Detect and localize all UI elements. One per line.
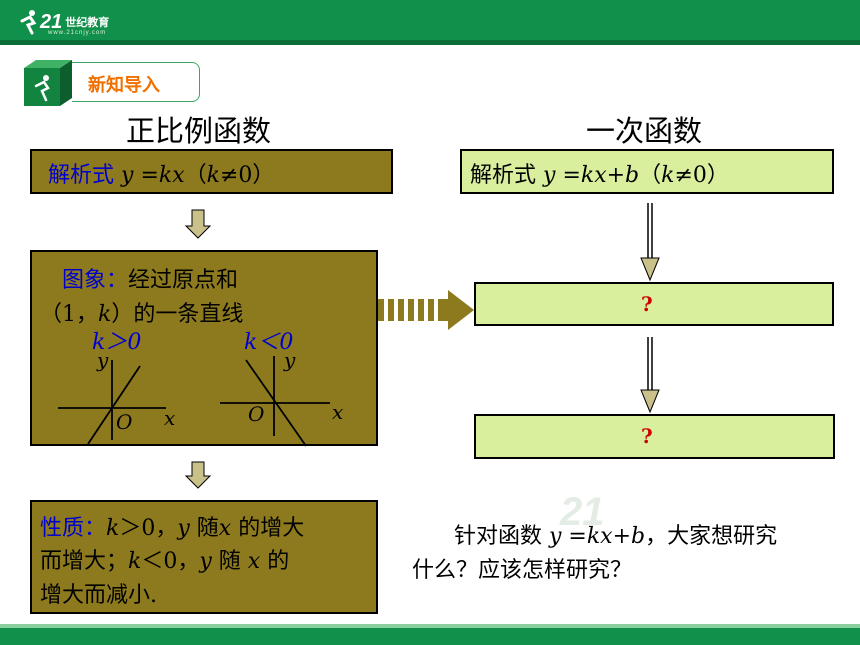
- origin-label-neg: O: [248, 402, 265, 426]
- left-graph-box: [30, 250, 378, 446]
- section-tab: [72, 62, 200, 102]
- left-formula-box: [30, 149, 393, 194]
- axis-y-label-neg: y: [284, 348, 296, 372]
- logo-name: 世纪教育: [65, 17, 110, 29]
- right-formula-text: 解析式 y =kx+b（k≠0）: [470, 163, 729, 188]
- left-column-title: 正比例函数: [126, 114, 272, 148]
- right-formula-box: [460, 149, 834, 194]
- axis-y-label-pos: y: [97, 348, 109, 372]
- down-arrow-right-2: [640, 337, 660, 414]
- footer-bar: [0, 628, 860, 645]
- right-graph-box: [474, 282, 834, 326]
- axis-x-label-pos: x: [164, 406, 176, 430]
- footer-shade: [0, 624, 860, 628]
- dashed-right-arrow: [378, 290, 474, 330]
- graph-negative-k: [220, 356, 330, 447]
- left-formula-text: 解析式 y =kx（k≠0）: [48, 163, 275, 188]
- down-arrow-right-1: [640, 203, 660, 282]
- property-line2: 而增大；k＜0，y 随 x 的: [40, 549, 290, 574]
- header-shade: [0, 40, 860, 45]
- right-column-title: 一次函数: [586, 114, 703, 148]
- section-title: 新知导入: [88, 75, 160, 96]
- case-positive-label: k＞0: [92, 330, 142, 355]
- property-line3: 增大而减小.: [40, 583, 157, 608]
- right-property-box: [474, 414, 835, 459]
- property-line1: 性质：k＞0，y 随x 的增大: [40, 516, 305, 541]
- graph-line1: 图象：经过原点和: [62, 268, 239, 293]
- runner-logo-icon: [20, 10, 37, 35]
- header-bar: [0, 0, 860, 44]
- down-arrow-left-2: [184, 461, 212, 489]
- question-line1: 针对函数 y =kx+b，大家想研究: [454, 524, 778, 549]
- axis-x-label-neg: x: [332, 400, 344, 424]
- right-graph-question: ?: [641, 292, 653, 316]
- logo: 21 世纪教育: [18, 6, 109, 38]
- left-property-box: [30, 500, 378, 614]
- case-negative-label: k＜0: [244, 330, 294, 355]
- origin-label-pos: O: [116, 410, 133, 434]
- right-property-question: ?: [641, 424, 653, 448]
- logo-url: www.21cnjy.com: [48, 30, 107, 36]
- graph-line2: （1，k）的一条直线: [40, 302, 244, 327]
- graph-positive-k: [58, 360, 166, 445]
- question-line2: 什么？应该怎样研究？: [412, 558, 633, 583]
- logo-number: 21: [40, 10, 63, 33]
- section-cube-icon: [24, 60, 72, 106]
- watermark: 21: [560, 490, 605, 534]
- down-arrow-left-1: [184, 209, 212, 239]
